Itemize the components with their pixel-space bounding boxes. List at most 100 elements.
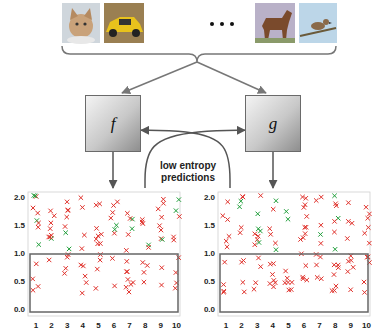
prediction-marker — [315, 275, 319, 279]
prediction-marker — [145, 263, 149, 267]
prediction-marker — [161, 201, 165, 205]
prediction-marker — [227, 234, 231, 238]
prediction-marker — [332, 288, 336, 292]
prediction-marker — [140, 220, 144, 224]
prediction-marker — [318, 255, 322, 259]
prediction-marker — [79, 196, 83, 200]
tick-label: 3 — [65, 322, 69, 330]
tick-label: 5 — [286, 322, 290, 330]
tick-label: 4 — [81, 322, 85, 330]
prediction-marker — [80, 205, 84, 209]
prediction-marker — [362, 231, 366, 235]
prediction-marker — [298, 237, 302, 241]
prediction-marker — [52, 214, 56, 218]
prediction-marker — [125, 259, 129, 263]
prediction-marker — [35, 211, 39, 215]
prediction-marker — [271, 261, 275, 265]
prediction-marker — [274, 248, 278, 252]
prediction-marker — [94, 237, 98, 241]
model-name: g — [269, 114, 278, 134]
tick-label: 2 — [239, 322, 243, 330]
prediction-marker — [346, 219, 350, 223]
tick-label: 0.0 — [204, 306, 215, 314]
prediction-marker — [253, 281, 257, 285]
prediction-arrow — [272, 152, 274, 188]
prediction-marker — [37, 242, 41, 246]
prediction-marker — [222, 289, 226, 293]
tick-label: 9 — [159, 322, 163, 330]
horse-image — [255, 3, 295, 43]
prediction-marker — [30, 277, 34, 281]
prediction-marker — [332, 219, 336, 223]
prediction-marker — [65, 200, 69, 204]
prediction-marker — [177, 214, 181, 218]
prediction-marker — [238, 231, 242, 235]
prediction-marker — [252, 287, 256, 291]
prediction-marker — [128, 216, 132, 220]
prediction-marker — [160, 265, 164, 269]
prediction-marker — [49, 221, 53, 225]
prediction-marker — [129, 282, 133, 286]
prediction-marker — [65, 255, 69, 259]
prediction-marker — [284, 209, 288, 213]
prediction-marker — [351, 265, 355, 269]
prediction-marker — [273, 241, 277, 245]
prediction-marker — [142, 270, 146, 274]
prediction-marker — [257, 240, 261, 244]
prediction-marker — [303, 225, 307, 229]
prediction-marker — [156, 207, 160, 211]
prediction-marker — [157, 223, 161, 227]
prediction-marker — [125, 211, 129, 215]
prediction-marker — [258, 264, 262, 268]
prediction-marker — [272, 278, 276, 282]
prediction-marker — [142, 280, 146, 284]
prediction-marker — [271, 285, 275, 289]
prediction-marker — [346, 259, 350, 263]
prediction-marker — [256, 256, 260, 260]
prediction-marker — [332, 230, 336, 234]
prediction-marker — [222, 260, 226, 264]
prediction-marker — [221, 214, 225, 218]
prediction-marker — [66, 208, 70, 212]
prediction-marker — [114, 223, 118, 227]
prediction-marker — [159, 283, 163, 287]
prediction-marker — [303, 203, 307, 207]
prediction-marker — [47, 258, 51, 262]
prediction-marker — [332, 194, 336, 198]
prediction-marker — [146, 245, 150, 249]
prediction-marker — [258, 229, 262, 233]
prediction-marker — [256, 212, 260, 216]
prediction-marker — [141, 260, 145, 264]
prediction-marker — [94, 226, 98, 230]
prediction-marker — [346, 201, 350, 205]
prediction-marker — [126, 232, 130, 236]
tick-label: 4 — [271, 322, 275, 330]
prediction-marker — [258, 193, 262, 197]
prediction-marker — [319, 195, 323, 199]
prediction-marker — [49, 233, 53, 237]
scatter-plot: 2.01.51.00.50.012345678910 — [6, 188, 182, 334]
prediction-marker — [110, 210, 114, 214]
prediction-marker — [286, 217, 290, 221]
prediction-marker — [319, 241, 323, 245]
prediction-marker — [111, 203, 115, 207]
prediction-marker — [82, 233, 86, 237]
prediction-marker — [274, 199, 278, 203]
prediction-marker — [159, 215, 163, 219]
prediction-marker — [67, 247, 71, 251]
prediction-marker — [367, 212, 371, 216]
prediction-marker — [66, 208, 70, 212]
prediction-marker — [171, 235, 175, 239]
prediction-marker — [130, 227, 134, 231]
prediction-marker — [303, 231, 307, 235]
prediction-marker — [48, 226, 52, 230]
scatter-area — [6, 188, 182, 334]
prediction-marker — [80, 291, 84, 295]
tick-label: 7 — [317, 322, 321, 330]
prediction-marker — [332, 263, 336, 267]
prediction-marker — [84, 280, 88, 284]
prediction-marker — [283, 269, 287, 273]
prediction-marker — [160, 237, 164, 241]
prediction-marker — [345, 236, 349, 240]
prediction-marker — [270, 272, 274, 276]
